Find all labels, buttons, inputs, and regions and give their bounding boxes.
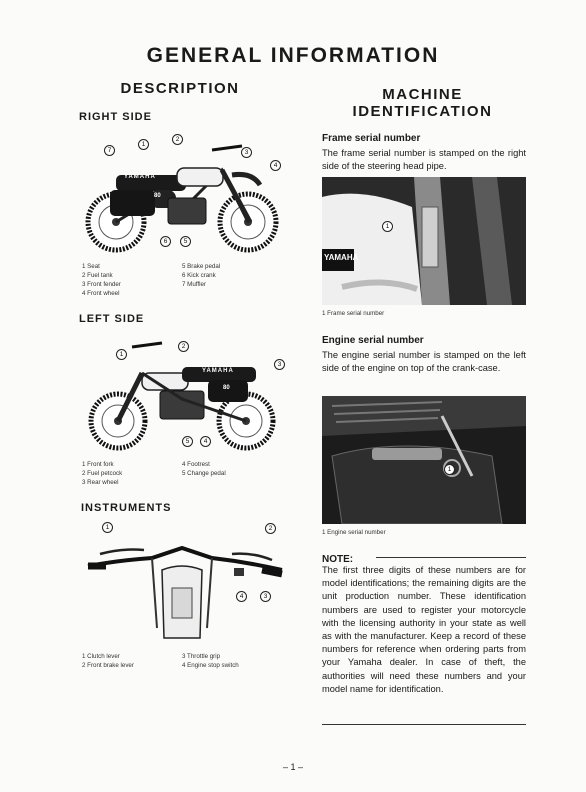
callout-5: 5 — [180, 236, 191, 247]
frame-serial-text: The frame serial number is stamped on th… — [322, 148, 526, 172]
callout-4: 4 — [236, 591, 247, 602]
callout-3: 3 — [241, 147, 252, 158]
page-title: GENERAL INFORMATION — [146, 44, 440, 67]
frame-photo-caption: 1 Frame serial number — [322, 310, 385, 317]
right-side-illustration: YAMAHA 80 1 2 3 4 5 6 7 — [82, 130, 282, 258]
steering-head-photo-drawing — [322, 177, 526, 305]
instruments-captions-col2: 3 Throttle grip 4 Engine stop switch — [182, 652, 239, 670]
tank-logo-text: YAMAHA — [202, 368, 234, 374]
callout-3: 3 — [260, 591, 271, 602]
caption: 2 Fuel tank — [82, 272, 113, 279]
caption: 4 Front wheel — [82, 290, 120, 297]
note-text: The first three digits of these numbers … — [322, 565, 526, 694]
motorcycle-left-side-drawing — [88, 341, 276, 451]
instruments-heading: INSTRUMENTS — [81, 502, 172, 514]
frame-serial-subheading: Frame serial number — [322, 133, 421, 144]
note-label: NOTE: — [322, 554, 354, 565]
tank-logo-text: YAMAHA — [124, 174, 156, 180]
caption: 3 Throttle grip — [182, 653, 221, 660]
callout-2: 2 — [178, 341, 189, 352]
callout-2: 2 — [265, 523, 276, 534]
engine-serial-subheading: Engine serial number — [322, 335, 424, 346]
caption: 7 Muffler — [182, 281, 206, 288]
caption: 6 Kick crank — [182, 272, 216, 279]
caption: 1 Seat — [82, 263, 100, 270]
callout-1: 1 — [102, 522, 113, 533]
engine-photo-caption: 1 Engine serial number — [322, 529, 386, 536]
motorcycle-right-side-drawing — [85, 144, 279, 253]
caption: 2 Front brake lever — [82, 662, 134, 669]
left-side-heading: LEFT SIDE — [79, 313, 145, 325]
engine-serial-photo: 1 — [322, 396, 526, 524]
engine-case-photo-drawing — [322, 396, 526, 524]
caption: 5 Change pedal — [182, 470, 226, 477]
callout-2: 2 — [172, 134, 183, 145]
caption: 3 Front fender — [82, 281, 121, 288]
note-bottom-divider — [322, 724, 526, 725]
number-plate-text: 80 — [223, 385, 230, 391]
callout-1: 1 — [116, 349, 127, 360]
left-side-captions-col1: 1 Front fork 2 Fuel petcock 3 Rear wheel — [82, 460, 122, 487]
caption: 5 Brake pedal — [182, 263, 221, 270]
description-heading: DESCRIPTION — [120, 80, 240, 97]
callout-4: 4 — [270, 160, 281, 171]
left-side-captions-col2: 4 Footrest 5 Change pedal — [182, 460, 226, 478]
number-plate-text: 80 — [154, 193, 161, 199]
callout-7: 7 — [104, 145, 115, 156]
caption: 1 Front fork — [82, 461, 114, 468]
callout-5: 5 — [182, 436, 193, 447]
machine-heading-line1: MACHINE — [382, 86, 463, 103]
note-header: NOTE: — [322, 549, 526, 567]
caption: 1 Clutch lever — [82, 653, 120, 660]
caption: 4 Engine stop switch — [182, 662, 239, 669]
left-side-illustration: YAMAHA 80 1 2 3 4 5 — [82, 333, 285, 453]
caption: 3 Rear wheel — [82, 479, 119, 486]
instruments-captions-col1: 1 Clutch lever 2 Front brake lever — [82, 652, 134, 670]
callout-3: 3 — [274, 359, 285, 370]
callout-1: 1 — [444, 464, 455, 475]
frame-serial-photo: YAMAHA 1 — [322, 177, 526, 305]
machine-heading-line2: IDENTIFICATION — [352, 103, 493, 120]
right-side-heading: RIGHT SIDE — [79, 111, 152, 123]
right-side-captions-col1: 1 Seat 2 Fuel tank 3 Front fender 4 Fron… — [82, 262, 121, 298]
callout-4: 4 — [200, 436, 211, 447]
callout-1: 1 — [138, 139, 149, 150]
note-divider — [376, 557, 526, 558]
handlebar-drawing — [87, 545, 283, 639]
callout-1: 1 — [382, 221, 393, 232]
instruments-illustration: 1 2 3 4 — [82, 518, 287, 646]
tank-logo-text: YAMAHA — [324, 253, 359, 262]
page-number: – 1 – — [282, 762, 304, 772]
caption: 4 Footrest — [182, 461, 210, 468]
callout-6: 6 — [160, 236, 171, 247]
engine-serial-text: The engine serial number is stamped on t… — [322, 350, 526, 374]
right-side-captions-col2: 5 Brake pedal 6 Kick crank 7 Muffler — [182, 262, 220, 289]
caption: 2 Fuel petcock — [82, 470, 123, 477]
